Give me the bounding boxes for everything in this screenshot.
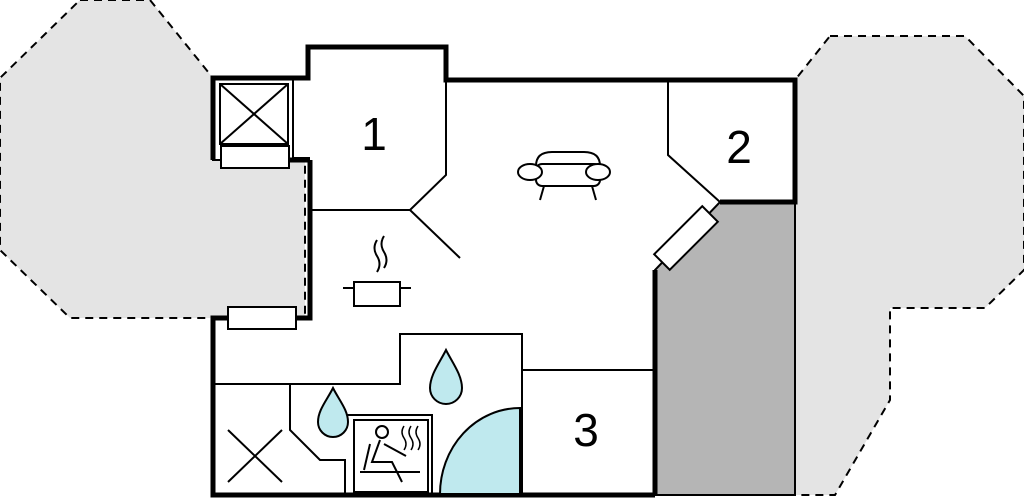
exterior-wall-upper [210,44,798,205]
wall-bedroom-2 [667,80,721,203]
window-left [227,306,297,330]
terrace-left [0,0,306,319]
exterior-wall-lower [210,160,655,498]
wall-bathroom [213,333,523,495]
room-label-2: 2 [726,121,752,173]
cross-icon [219,83,289,145]
wall-toilet [289,384,346,495]
cross-icon [227,429,283,483]
sauna-icon [353,419,429,493]
wall-bedroom-1 [292,78,310,159]
window-diagonal [652,204,720,272]
water-drop-icon [316,385,350,438]
room-label-1: 1 [361,108,387,160]
water-drop-icon [428,347,464,405]
window-top-left [220,145,290,169]
wall-bedroom-1-diag [310,80,447,211]
sofa-icon [517,151,611,201]
room-label-3: 3 [573,404,599,456]
door-swing-bedroom-1 [409,209,461,259]
wall-sauna [345,414,433,495]
shower-icon [438,406,521,495]
terrace-right [794,35,1024,496]
cooking-pot-icon [343,235,411,307]
